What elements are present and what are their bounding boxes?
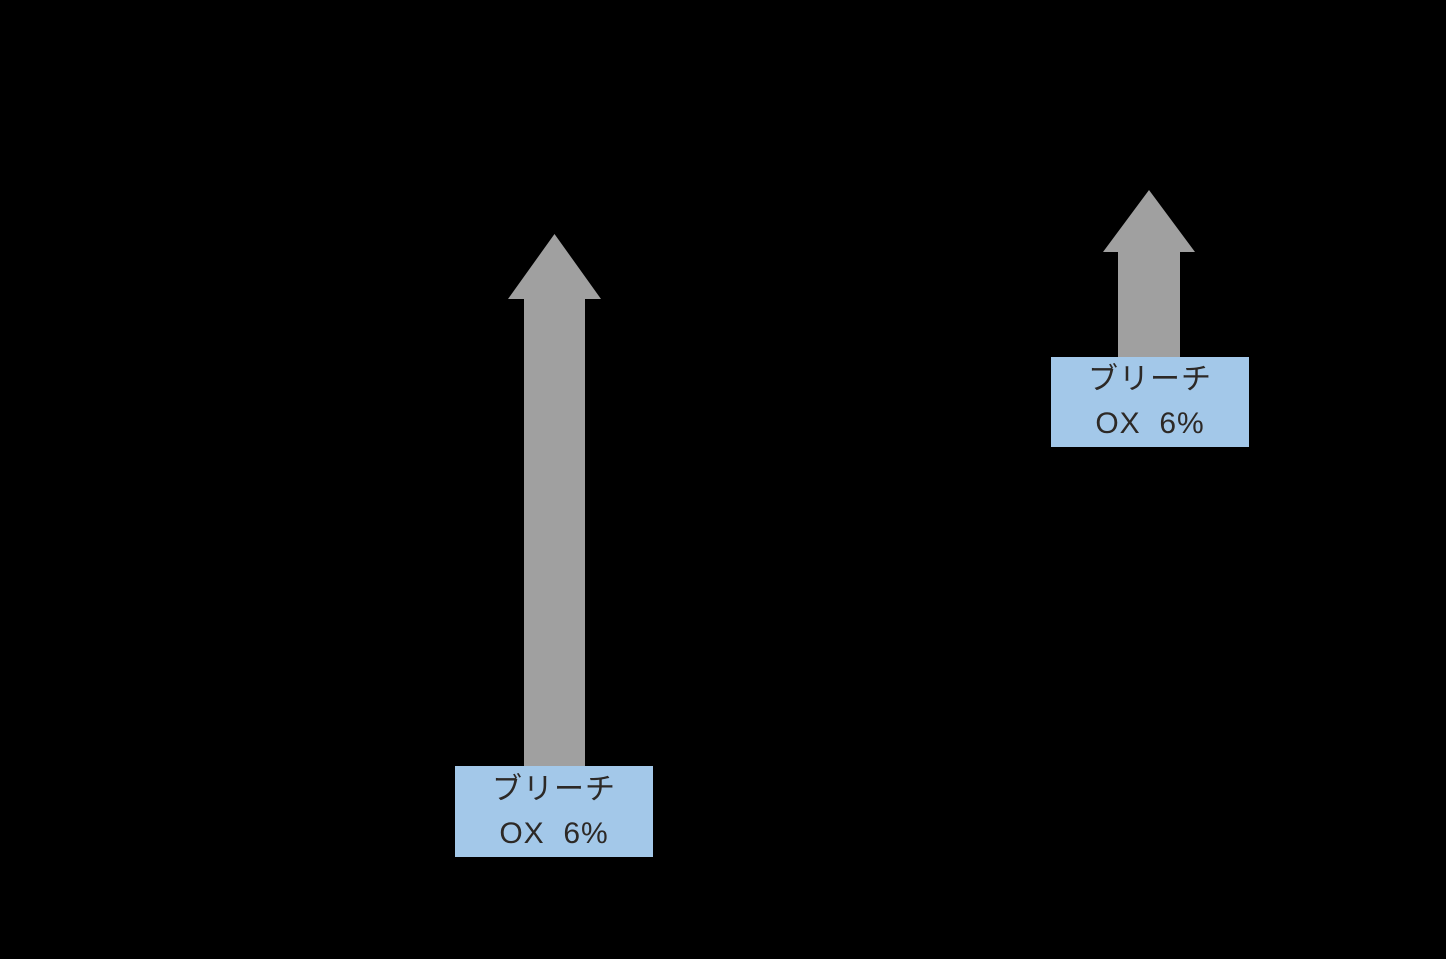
bleach-label-box: ブリーチ OX 6% (455, 766, 653, 857)
bleach-label-strength: OX 6% (499, 816, 609, 850)
arrow-up-icon (508, 234, 601, 766)
arrow-up-icon (1103, 190, 1195, 357)
bleach-label-title: ブリーチ (492, 772, 616, 806)
bleach-label-strength: OX 6% (1095, 407, 1205, 440)
bleach-label-box: ブリーチ OX 6% (1051, 357, 1249, 447)
bleach-label-title: ブリーチ (1088, 363, 1212, 396)
